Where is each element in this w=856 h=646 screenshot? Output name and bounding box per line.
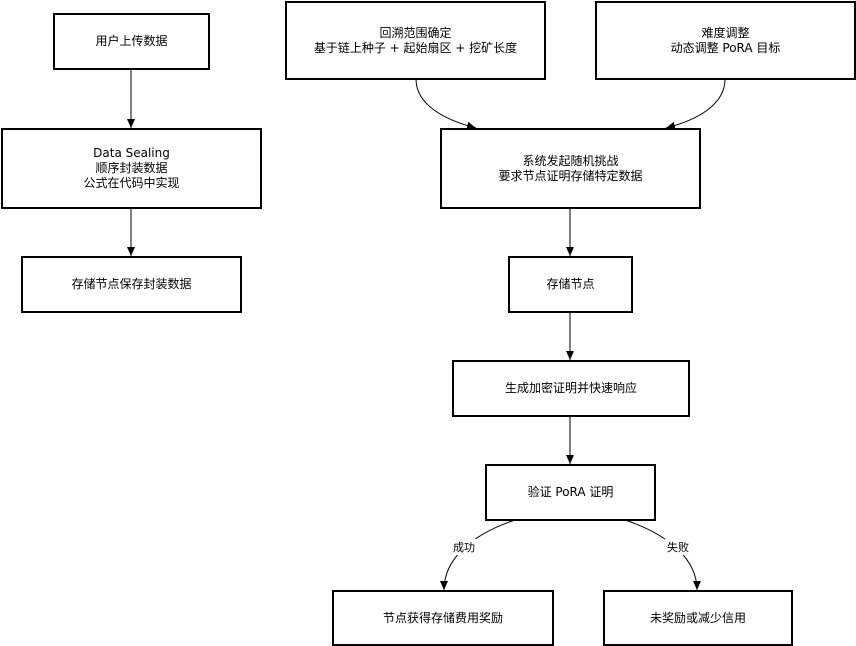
node-sealing-line2: 顺序封装数据 <box>95 161 168 175</box>
edge-range-challenge <box>415 78 477 130</box>
edge-verify-penalty <box>624 519 701 591</box>
edge-verify-reward <box>440 519 516 591</box>
node-gen-proof-line1: 生成加密证明并快速响应 <box>504 381 637 395</box>
node-range-line2: 基于链上种子 + 起始扇区 + 挖矿长度 <box>313 40 518 55</box>
node-range-line1: 回溯范围确定 <box>379 25 452 40</box>
node-challenge: 系统发起随机挑战 要求节点证明存储特定数据 <box>440 128 701 209</box>
node-reward-line1: 节点获得存储费用奖励 <box>382 610 503 625</box>
edge-label-success: 成功 <box>451 539 477 555</box>
node-range: 回溯范围确定 基于链上种子 + 起始扇区 + 挖矿长度 <box>285 1 546 80</box>
node-difficulty-line2: 动态调整 PoRA 目标 <box>670 40 781 55</box>
node-penalty-line1: 未奖励或减少信用 <box>649 610 746 625</box>
node-sealing-line1: Data Sealing <box>93 146 170 160</box>
edge-label-fail: 失败 <box>665 539 691 555</box>
node-difficulty: 难度调整 动态调整 PoRA 目标 <box>595 1 856 80</box>
node-difficulty-line1: 难度调整 <box>701 25 750 40</box>
node-store-sealed: 存储节点保存封装数据 <box>21 256 242 313</box>
node-reward: 节点获得存储费用奖励 <box>332 590 554 646</box>
node-upload-line1: 用户上传数据 <box>95 34 168 48</box>
node-verify-line1: 验证 PoRA 证明 <box>527 485 614 499</box>
node-challenge-line1: 系统发起随机挑战 <box>522 153 619 168</box>
node-sealing-line3: 公式在代码中实现 <box>83 176 180 190</box>
edge-difficulty-challenge <box>665 78 726 130</box>
node-sealing: Data Sealing 顺序封装数据 公式在代码中实现 <box>1 128 262 209</box>
node-store-sealed-line1: 存储节点保存封装数据 <box>71 277 192 291</box>
node-storage-line1: 存储节点 <box>546 277 595 291</box>
node-gen-proof: 生成加密证明并快速响应 <box>452 360 690 417</box>
node-upload: 用户上传数据 <box>53 13 210 70</box>
node-penalty: 未奖励或减少信用 <box>603 590 793 646</box>
node-challenge-line2: 要求节点证明存储特定数据 <box>498 168 643 183</box>
node-storage: 存储节点 <box>508 256 633 313</box>
node-verify: 验证 PoRA 证明 <box>485 464 656 521</box>
